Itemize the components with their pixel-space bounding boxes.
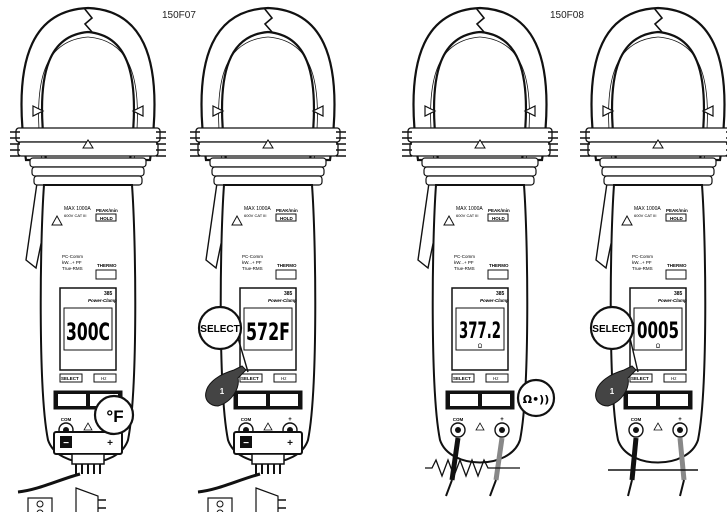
pc-comm-label: PC-Comm [632, 254, 653, 259]
pc-comm-label: PC-Comm [454, 254, 475, 259]
lcd-reading: 300C [66, 318, 110, 346]
step-number: 1 [220, 387, 225, 396]
select-button-label: SELECT [453, 376, 471, 381]
lcd-reading: 0005 [637, 319, 679, 344]
resistor-icon [425, 458, 520, 478]
com-label: COM [241, 417, 252, 422]
fahrenheit-badge: °F [93, 394, 135, 436]
hold-label: HOLD [492, 216, 505, 221]
pc-comm-label: PC-Comm [62, 254, 83, 259]
ohm-badge-text: Ω•)) [523, 393, 549, 406]
hz-button-label: Hz [101, 376, 107, 381]
cat-rating-label: 600V CAT III [64, 213, 87, 218]
peak-label: PEAK/min [276, 208, 298, 213]
brand-label: Power-Clamp [480, 298, 509, 303]
pointing-hand-icon: 1 [595, 365, 637, 407]
pc-comm-label: PC-Comm [242, 254, 263, 259]
thermo-label: THERMO [97, 263, 117, 268]
plus-label: + [288, 417, 292, 423]
select-callout: SELECT [589, 305, 639, 373]
pointing-hand-icon: 1 [205, 365, 247, 407]
thermo-label: THERMO [277, 263, 297, 268]
select-callout-text: SELECT [592, 324, 631, 335]
true-rms-label: True-RMS [454, 266, 475, 271]
max-rating-label: MAX 1000A [244, 206, 271, 212]
model-label: 385 [674, 291, 683, 297]
cat-rating-label: 600V CAT III [634, 213, 657, 218]
select-button-label: SELECT [61, 376, 79, 381]
model-label: 385 [104, 291, 113, 297]
cat-rating-label: 600V CAT III [456, 213, 479, 218]
minus-label: − [243, 438, 249, 449]
model-label: 385 [284, 291, 293, 297]
peak-label: PEAK/min [96, 208, 118, 213]
peak-label: PEAK/min [488, 208, 510, 213]
adapter-plus-label: + [107, 438, 113, 449]
cat-rating-label: 600V CAT III [244, 213, 267, 218]
plus-label: + [500, 417, 504, 423]
minus-label: − [63, 438, 69, 449]
hold-label: HOLD [280, 216, 293, 221]
lcd-unit: Ω [656, 344, 661, 350]
adapter-plus-label: + [287, 438, 293, 449]
max-rating-label: MAX 1000A [634, 206, 661, 212]
meter-4: MAX 1000A 600V CAT III PEAK/min HOLD PC-… [578, 6, 727, 497]
peak-label: PEAK/min [666, 208, 688, 213]
max-rating-label: MAX 1000A [456, 206, 483, 212]
true-rms-label: True-RMS [242, 266, 263, 271]
hz-button-label: Hz [671, 376, 677, 381]
com-label: COM [61, 417, 72, 422]
lcd-reading: 572F [246, 318, 290, 346]
lcd-reading: 377.2 [459, 319, 501, 344]
com-label: COM [631, 417, 642, 422]
hz-button-label: Hz [281, 376, 287, 381]
kw-pf-label: kW...+ PF [454, 260, 474, 265]
hold-label: HOLD [100, 216, 113, 221]
thermo-label: THERMO [667, 263, 687, 268]
plus-label: + [678, 417, 682, 423]
hold-label: HOLD [670, 216, 683, 221]
max-rating-label: MAX 1000A [64, 206, 91, 212]
fahrenheit-badge-text: °F [106, 407, 123, 426]
kw-pf-label: kW...+ PF [242, 260, 262, 265]
brand-label: Power-Clamp [88, 298, 117, 303]
brand-label: Power-Clamp [268, 298, 297, 303]
hz-button-label: Hz [493, 376, 499, 381]
model-label: 385 [496, 291, 505, 297]
lcd-unit: Ω [478, 344, 483, 350]
true-rms-label: True-RMS [632, 266, 653, 271]
meter-3: MAX 1000A 600V CAT III PEAK/min HOLD PC-… [400, 6, 560, 497]
figure-label-150f08: 150F08 [550, 10, 584, 21]
select-button-label: SELECT [631, 376, 649, 381]
com-label: COM [453, 417, 464, 422]
kw-pf-label: kW...+ PF [632, 260, 652, 265]
ohm-badge: Ω•)) [516, 378, 556, 418]
test-leads [425, 437, 520, 497]
test-leads [608, 437, 698, 497]
thermo-label: THERMO [489, 263, 509, 268]
true-rms-label: True-RMS [62, 266, 83, 271]
select-button-label: SELECT [241, 376, 259, 381]
figure-label-150f07: 150F07 [162, 10, 196, 21]
step-number: 1 [610, 387, 615, 396]
brand-label: Power-Clamp [658, 298, 687, 303]
meter-1: MAX 1000A 600V CAT III PEAK/min HOLD PC-… [8, 6, 168, 512]
thermocouple-adapter: − + [197, 431, 303, 512]
meter-2: MAX 1000A 600V CAT III PEAK/min HOLD PC-… [188, 6, 348, 512]
kw-pf-label: kW...+ PF [62, 260, 82, 265]
select-callout-text: SELECT [200, 324, 239, 335]
select-callout: SELECT [197, 305, 249, 373]
thermocouple-adapter: − + [17, 431, 123, 512]
